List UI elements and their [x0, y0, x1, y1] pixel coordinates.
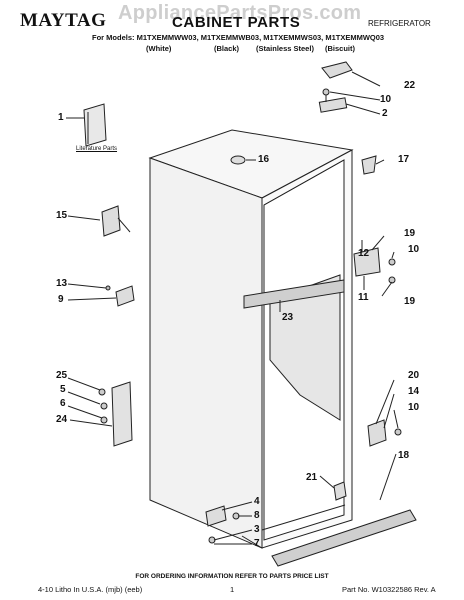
callout-25: 25 — [56, 370, 68, 381]
part-15 — [101, 205, 121, 237]
callout-19-bottom: 19 — [404, 296, 416, 307]
callout-10-mid: 10 — [408, 244, 420, 255]
model-list: For Models: M1TXEMMWW03, M1TXEMMWB03, M1… — [92, 33, 385, 42]
part-number: Part No. W10322586 Rev. A — [342, 585, 436, 594]
callout-24: 24 — [56, 414, 68, 425]
callout-8: 8 — [254, 510, 260, 521]
color-black: (Black) — [214, 44, 240, 53]
watermark-text: AppliancePartsPros.com — [118, 2, 362, 24]
bottom-hinge — [205, 505, 227, 527]
hinge-cover — [321, 61, 353, 79]
page-number: 1 — [230, 585, 235, 594]
callout-1: 1 — [58, 112, 64, 123]
callout-3: 3 — [254, 524, 260, 535]
center-hinge — [353, 247, 381, 277]
callout-21: 21 — [306, 472, 318, 483]
callout-19-top: 19 — [404, 228, 416, 239]
color-white: (White) — [146, 44, 172, 53]
callout-12: 12 — [358, 248, 370, 259]
callout-15: 15 — [56, 210, 68, 221]
part-21 — [333, 481, 347, 501]
callout-20: 20 — [408, 370, 420, 381]
color-biscuit: (Biscuit) — [325, 44, 355, 53]
bottom-bracket — [111, 381, 133, 447]
callout-5: 5 — [60, 384, 66, 395]
divider-rail — [243, 279, 345, 309]
liner-shade — [269, 274, 341, 421]
callout-23: 23 — [282, 312, 294, 323]
color-stainless: (Stainless Steel) — [256, 44, 314, 53]
lower-hinge — [367, 419, 387, 447]
callout-7: 7 — [254, 538, 260, 549]
callout-17: 17 — [398, 154, 410, 165]
ordering-note: FOR ORDERING INFORMATION REFER TO PARTS … — [135, 573, 329, 580]
callout-14: 14 — [408, 386, 420, 397]
callout-10-low: 10 — [408, 402, 420, 413]
litho-info: 4-10 Litho In U.S.A. (mjb) (eeb) — [38, 585, 143, 594]
literature-parts-label: Literature Parts — [76, 146, 118, 152]
callout-11: 11 — [358, 292, 369, 303]
callout-18: 18 — [398, 450, 410, 461]
brand-logo: MAYTAG — [20, 10, 107, 31]
callout-2: 2 — [382, 108, 388, 119]
toe-grille — [271, 509, 417, 567]
cabinet-left-side — [149, 157, 263, 549]
category-label: REFRIGERATOR — [368, 19, 431, 28]
callout-16: 16 — [258, 154, 270, 165]
callout-4: 4 — [254, 496, 260, 507]
callout-10-top: 10 — [380, 94, 392, 105]
part-17 — [361, 155, 377, 175]
callout-22: 22 — [404, 80, 416, 91]
literature-booklet — [83, 103, 107, 147]
callout-13: 13 — [56, 278, 68, 289]
callout-9: 9 — [58, 294, 64, 305]
part-9 — [115, 285, 135, 307]
cap-16 — [230, 155, 246, 165]
page-title: CABINET PARTS — [172, 14, 301, 31]
top-hinge — [318, 97, 348, 113]
callout-6: 6 — [60, 398, 66, 409]
